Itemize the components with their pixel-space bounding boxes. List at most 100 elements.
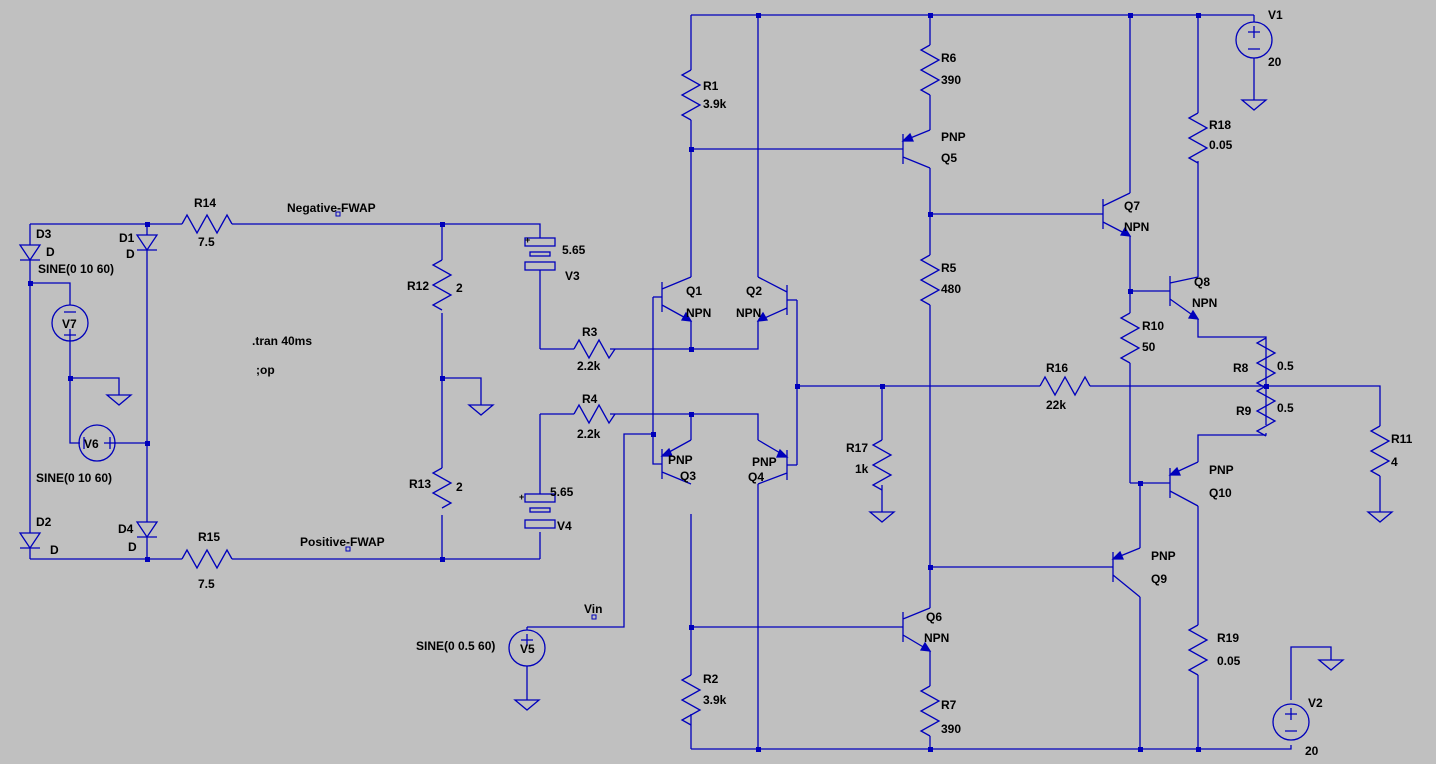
source-V5[interactable]: V5 SINE(0 0.5 60) bbox=[416, 629, 546, 667]
transistor-Q1[interactable]: Q1 NPN bbox=[661, 276, 711, 322]
battery-V4[interactable]: + 5.65 V4 bbox=[519, 485, 574, 533]
positive-fwap-label: Positive-FWAP bbox=[300, 535, 385, 549]
R16-ref: R16 bbox=[1046, 361, 1068, 375]
Q4-ref: Q4 bbox=[748, 470, 764, 484]
transistor-Q3[interactable]: PNP Q3 bbox=[660, 439, 696, 485]
Q7-ref: Q7 bbox=[1124, 199, 1140, 213]
V5-ref: V5 bbox=[520, 642, 535, 656]
V1-ref: V1 bbox=[1268, 8, 1283, 22]
resistor-R5[interactable]: R5 480 bbox=[919, 254, 961, 306]
R10-ref: R10 bbox=[1142, 319, 1164, 333]
R13-value: 2 bbox=[456, 480, 463, 494]
net-label-positive-fwap[interactable]: Positive-FWAP bbox=[300, 535, 385, 552]
Q9-value: PNP bbox=[1151, 549, 1176, 563]
R9-ref: R9 bbox=[1236, 404, 1252, 418]
V7-ref: V7 bbox=[62, 317, 77, 331]
R12-value: 2 bbox=[456, 281, 463, 295]
R6-value: 390 bbox=[941, 73, 961, 87]
R1-value: 3.9k bbox=[703, 97, 727, 111]
Q10-ref: Q10 bbox=[1209, 486, 1232, 500]
transistor-Q10[interactable]: PNP Q10 bbox=[1160, 461, 1234, 507]
R14-value: 7.5 bbox=[198, 235, 215, 249]
R8-ref: R8 bbox=[1233, 361, 1249, 375]
ground-icon bbox=[1317, 659, 1345, 671]
R11-ref: R11 bbox=[1391, 432, 1413, 446]
net-label-vin[interactable]: Vin bbox=[584, 602, 602, 620]
resistor-R17[interactable]: R17 1k bbox=[846, 439, 893, 491]
resistor-R11[interactable]: R11 4 bbox=[1369, 425, 1413, 477]
source-V6[interactable]: V6 SINE(0 10 60) bbox=[36, 424, 116, 485]
resistor-R8[interactable]: R8 0.5 bbox=[1233, 337, 1294, 389]
V6-ref: V6 bbox=[84, 437, 99, 451]
resistor-R16[interactable]: R16 22k bbox=[1039, 361, 1091, 412]
R18-value: 0.05 bbox=[1209, 138, 1233, 152]
transistor-Q4[interactable]: PNP Q4 bbox=[748, 439, 789, 485]
R7-ref: R7 bbox=[941, 698, 957, 712]
diode-D2[interactable]: D2 D bbox=[18, 515, 59, 557]
R4-value: 2.2k bbox=[577, 427, 601, 441]
V3-value: 5.65 bbox=[562, 243, 586, 257]
Q8-value: NPN bbox=[1192, 296, 1217, 310]
D2-ref: D2 bbox=[36, 515, 52, 529]
ground-icon bbox=[1366, 511, 1394, 523]
source-V2[interactable]: V2 20 bbox=[1272, 696, 1323, 758]
R10-value: 50 bbox=[1142, 340, 1156, 354]
R9-value: 0.5 bbox=[1277, 401, 1294, 415]
V1-value: 20 bbox=[1268, 55, 1282, 69]
battery-V3[interactable]: + 5.65 V3 bbox=[524, 235, 586, 283]
R3-value: 2.2k bbox=[577, 359, 601, 373]
V2-value: 20 bbox=[1305, 744, 1319, 758]
resistor-R10[interactable]: R10 50 bbox=[1119, 312, 1164, 364]
resistor-R2[interactable]: R2 3.9k bbox=[680, 672, 727, 726]
V4-ref: V4 bbox=[557, 519, 572, 533]
wires bbox=[29, 14, 1381, 750]
transistor-Q7[interactable]: Q7 NPN bbox=[1093, 192, 1149, 237]
R11-value: 4 bbox=[1391, 455, 1398, 469]
net-label-negative-fwap[interactable]: Negative-FWAP bbox=[287, 201, 376, 217]
resistor-R6[interactable]: R6 390 bbox=[919, 44, 961, 96]
resistor-R13[interactable]: R13 2 bbox=[409, 467, 463, 509]
Q2-ref: Q2 bbox=[746, 284, 762, 298]
R1-ref: R1 bbox=[703, 79, 719, 93]
tran-directive[interactable]: .tran 40ms bbox=[252, 334, 312, 348]
transistor-Q9[interactable]: PNP Q9 bbox=[1103, 547, 1176, 598]
resistor-R4[interactable]: R4 2.2k bbox=[573, 392, 616, 441]
source-V7[interactable]: V7 SINE(0 10 60) bbox=[38, 262, 114, 342]
V4-value: 5.65 bbox=[550, 485, 574, 499]
R19-ref: R19 bbox=[1217, 631, 1239, 645]
Q2-value: NPN bbox=[736, 306, 761, 320]
resistor-R3[interactable]: R3 2.2k bbox=[573, 325, 616, 373]
transistor-Q8[interactable]: Q8 NPN bbox=[1160, 275, 1217, 320]
Q7-value: NPN bbox=[1124, 220, 1149, 234]
R7-value: 390 bbox=[941, 722, 961, 736]
transistor-Q5[interactable]: PNP Q5 bbox=[893, 129, 966, 169]
resistor-R1[interactable]: R1 3.9k bbox=[680, 69, 727, 121]
resistor-R14[interactable]: R14 7.5 bbox=[181, 196, 233, 249]
resistor-R7[interactable]: R7 390 bbox=[919, 685, 961, 737]
source-V1[interactable]: V1 20 bbox=[1235, 8, 1283, 69]
transistor-Q6[interactable]: Q6 NPN bbox=[893, 607, 949, 652]
ground-icon bbox=[105, 394, 133, 406]
resistor-R15[interactable]: R15 7.5 bbox=[181, 530, 233, 591]
diode-D4[interactable]: D4 D bbox=[118, 521, 159, 554]
junction-dots bbox=[28, 13, 1269, 752]
V4-plus-label: + bbox=[519, 492, 524, 502]
Q5-ref: Q5 bbox=[941, 151, 957, 165]
D4-ref: D4 bbox=[118, 522, 134, 536]
vin-label: Vin bbox=[584, 602, 602, 616]
resistor-R18[interactable]: R18 0.05 bbox=[1187, 112, 1233, 164]
diode-D1[interactable]: D1 D bbox=[119, 231, 159, 261]
R14-ref: R14 bbox=[194, 196, 216, 210]
op-directive[interactable]: ;op bbox=[256, 363, 275, 377]
diode-D3[interactable]: D3 D bbox=[18, 227, 55, 262]
resistor-R9[interactable]: R9 0.5 bbox=[1236, 385, 1294, 437]
V6-value: SINE(0 10 60) bbox=[36, 471, 112, 485]
resistor-R12[interactable]: R12 2 bbox=[407, 259, 463, 311]
Q5-value: PNP bbox=[941, 130, 966, 144]
D1-value: D bbox=[126, 247, 135, 261]
Q8-ref: Q8 bbox=[1194, 275, 1210, 289]
D1-ref: D1 bbox=[119, 231, 135, 245]
resistor-R19[interactable]: R19 0.05 bbox=[1187, 624, 1241, 676]
transistor-Q2[interactable]: Q2 NPN bbox=[736, 276, 788, 322]
